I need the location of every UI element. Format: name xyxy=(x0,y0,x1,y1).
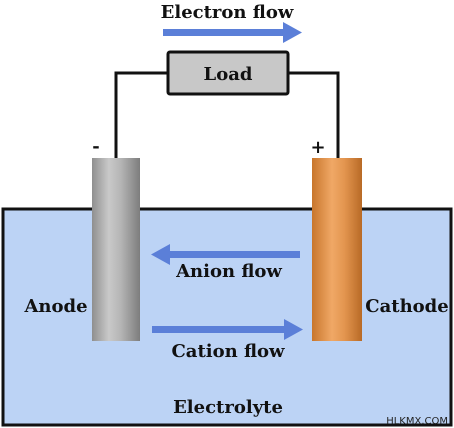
electrolyte-container xyxy=(1,207,453,427)
cation-flow-arrow-shaft xyxy=(152,326,286,333)
wire-load-to-cathode xyxy=(288,71,340,158)
positive-terminal-sign: + xyxy=(310,137,325,158)
load-label: Load xyxy=(204,64,253,85)
electron-flow-arrow-shaft xyxy=(163,29,285,36)
anode-label: Anode xyxy=(23,296,87,317)
electron-flow-arrow-head xyxy=(283,22,302,43)
load-box xyxy=(166,50,290,96)
electrolyte-label: Electrolyte xyxy=(173,397,283,418)
anion-flow-arrow-head xyxy=(151,244,170,265)
cation-flow-arrow-head xyxy=(284,319,303,340)
wire-anode-to-load xyxy=(114,71,168,158)
anode-electrode xyxy=(92,158,140,341)
negative-terminal-sign: - xyxy=(92,136,99,157)
cation-flow-label: Cation flow xyxy=(171,341,285,362)
cathode-electrode xyxy=(312,158,362,341)
anion-flow-label: Anion flow xyxy=(175,261,282,282)
anion-flow-arrow-shaft xyxy=(168,251,300,258)
electron-flow-label: Electron flow xyxy=(161,2,294,23)
watermark-text: HLKMX.COM xyxy=(386,416,448,427)
cathode-label: Cathode xyxy=(365,296,448,317)
